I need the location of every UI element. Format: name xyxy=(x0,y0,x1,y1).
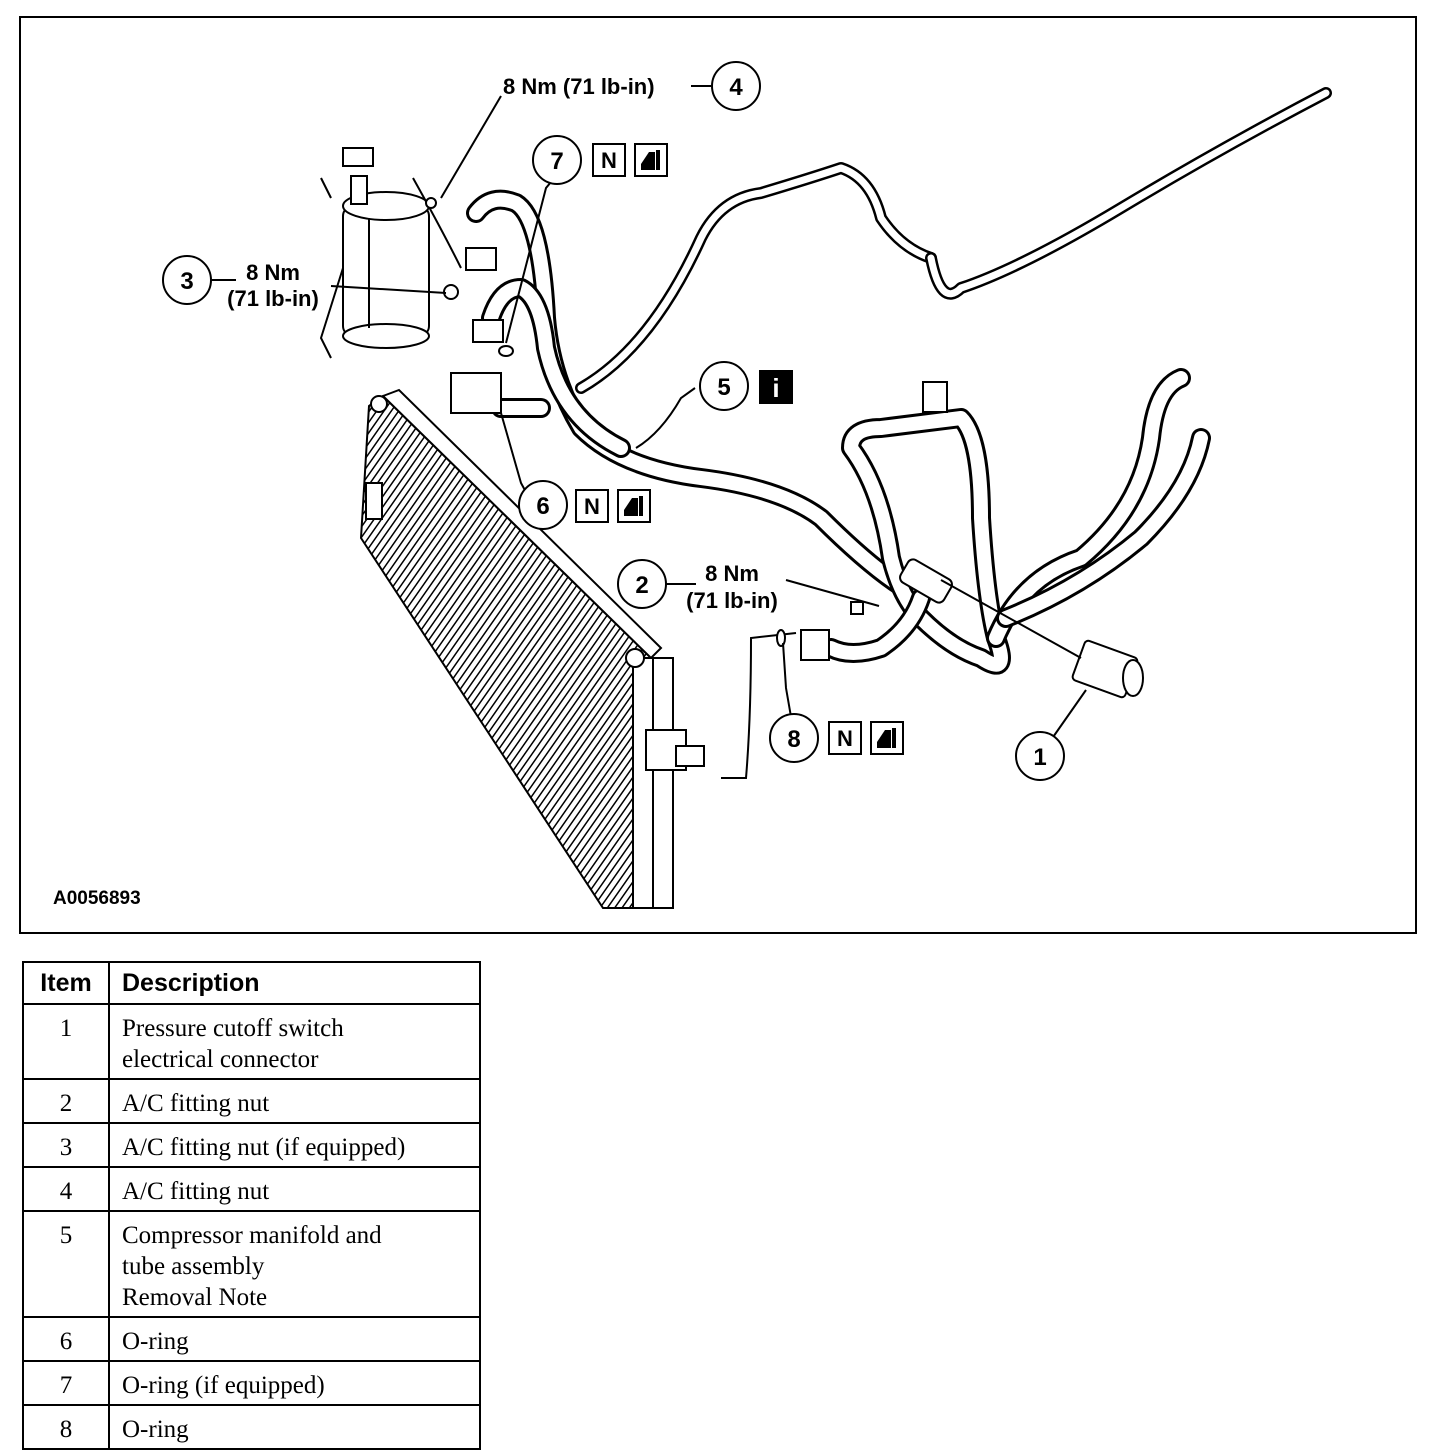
info-symbol-5: i xyxy=(772,373,779,403)
lubricate-icon xyxy=(634,143,668,177)
callout-5: 5 i xyxy=(699,361,793,411)
compressor-manifold-tube-assembly xyxy=(450,87,1332,779)
table-row: 5 Compressor manifold and tube assembly … xyxy=(22,1210,481,1318)
new-part-icon xyxy=(575,489,609,523)
callout-1: 1 xyxy=(1015,731,1065,781)
table-row: 6 O-ring xyxy=(22,1316,481,1362)
item-number: 1 xyxy=(22,1003,110,1080)
callout-number-1: 1 xyxy=(1033,744,1046,771)
diagram-frame: 8 Nm (71 lb-in) 4 7 N 3 8 Nm (71 lb-in) xyxy=(19,16,1417,934)
callout-8: 8 N xyxy=(769,713,904,763)
callout-number-6: 6 xyxy=(536,493,549,520)
new-part-symbol-6: N xyxy=(584,494,600,519)
callout-number-2: 2 xyxy=(635,572,648,599)
table-row: 1 Pressure cutoff switch electrical conn… xyxy=(22,1003,481,1080)
callout-4: 8 Nm (71 lb-in) 4 xyxy=(503,61,761,111)
torque-alt-label-3: (71 lb-in) xyxy=(227,286,319,311)
callout-number-3: 3 xyxy=(180,268,193,295)
torque-alt-label-2: (71 lb-in) xyxy=(686,588,778,613)
callout-number-5: 5 xyxy=(717,374,730,401)
item-number: 8 xyxy=(22,1404,110,1450)
receiver-drier xyxy=(319,147,462,359)
item-number: 3 xyxy=(22,1122,110,1168)
item-description: A/C fitting nut (if equipped) xyxy=(108,1122,481,1168)
item-description: Compressor manifold and tube assembly Re… xyxy=(108,1210,481,1318)
torque-label-4: 8 Nm (71 lb-in) xyxy=(503,74,655,99)
legend-header-item: Item xyxy=(22,961,110,1005)
callout-number-4: 4 xyxy=(729,74,743,101)
item-description: O-ring xyxy=(108,1404,481,1450)
item-description: A/C fitting nut xyxy=(108,1078,481,1124)
item-number: 4 xyxy=(22,1166,110,1212)
lubricate-icon xyxy=(870,721,904,755)
item-number: 5 xyxy=(22,1210,110,1318)
new-part-symbol-8: N xyxy=(837,726,853,751)
torque-label-2: 8 Nm xyxy=(705,561,759,586)
figure-code: A0056893 xyxy=(53,888,141,909)
table-row: 4 A/C fitting nut xyxy=(22,1166,481,1212)
item-description: O-ring xyxy=(108,1316,481,1362)
item-number: 7 xyxy=(22,1360,110,1406)
table-row: 7 O-ring (if equipped) xyxy=(22,1360,481,1406)
callout-number-7: 7 xyxy=(550,148,563,175)
table-row: 8 O-ring xyxy=(22,1404,481,1450)
pressure-cutoff-switch-connector xyxy=(1071,639,1144,699)
legend-header-description: Description xyxy=(108,961,481,1005)
new-part-icon xyxy=(828,721,862,755)
lubricate-icon xyxy=(617,489,651,523)
callout-7: 7 N xyxy=(532,135,668,185)
item-description: O-ring (if equipped) xyxy=(108,1360,481,1406)
callout-3: 3 8 Nm (71 lb-in) xyxy=(162,255,319,311)
condenser xyxy=(359,388,705,909)
info-icon xyxy=(759,370,793,404)
callout-6: 6 N xyxy=(518,480,651,530)
item-description: Pressure cutoff switch electrical connec… xyxy=(108,1003,481,1080)
item-description: A/C fitting nut xyxy=(108,1166,481,1212)
callout-2: 2 8 Nm (71 lb-in) xyxy=(617,559,778,613)
item-number: 6 xyxy=(22,1316,110,1362)
legend-header-row: Item Description xyxy=(22,961,481,1005)
exploded-view-illustration: 8 Nm (71 lb-in) 4 7 N 3 8 Nm (71 lb-in) xyxy=(53,61,1332,909)
new-part-symbol-7: N xyxy=(601,148,617,173)
table-row: 3 A/C fitting nut (if equipped) xyxy=(22,1122,481,1168)
new-part-icon xyxy=(592,143,626,177)
legend-table: Item Description 1 Pressure cutoff switc… xyxy=(22,961,481,1450)
callout-number-8: 8 xyxy=(787,726,800,753)
torque-label-3: 8 Nm xyxy=(246,260,300,285)
table-row: 2 A/C fitting nut xyxy=(22,1078,481,1124)
item-number: 2 xyxy=(22,1078,110,1124)
